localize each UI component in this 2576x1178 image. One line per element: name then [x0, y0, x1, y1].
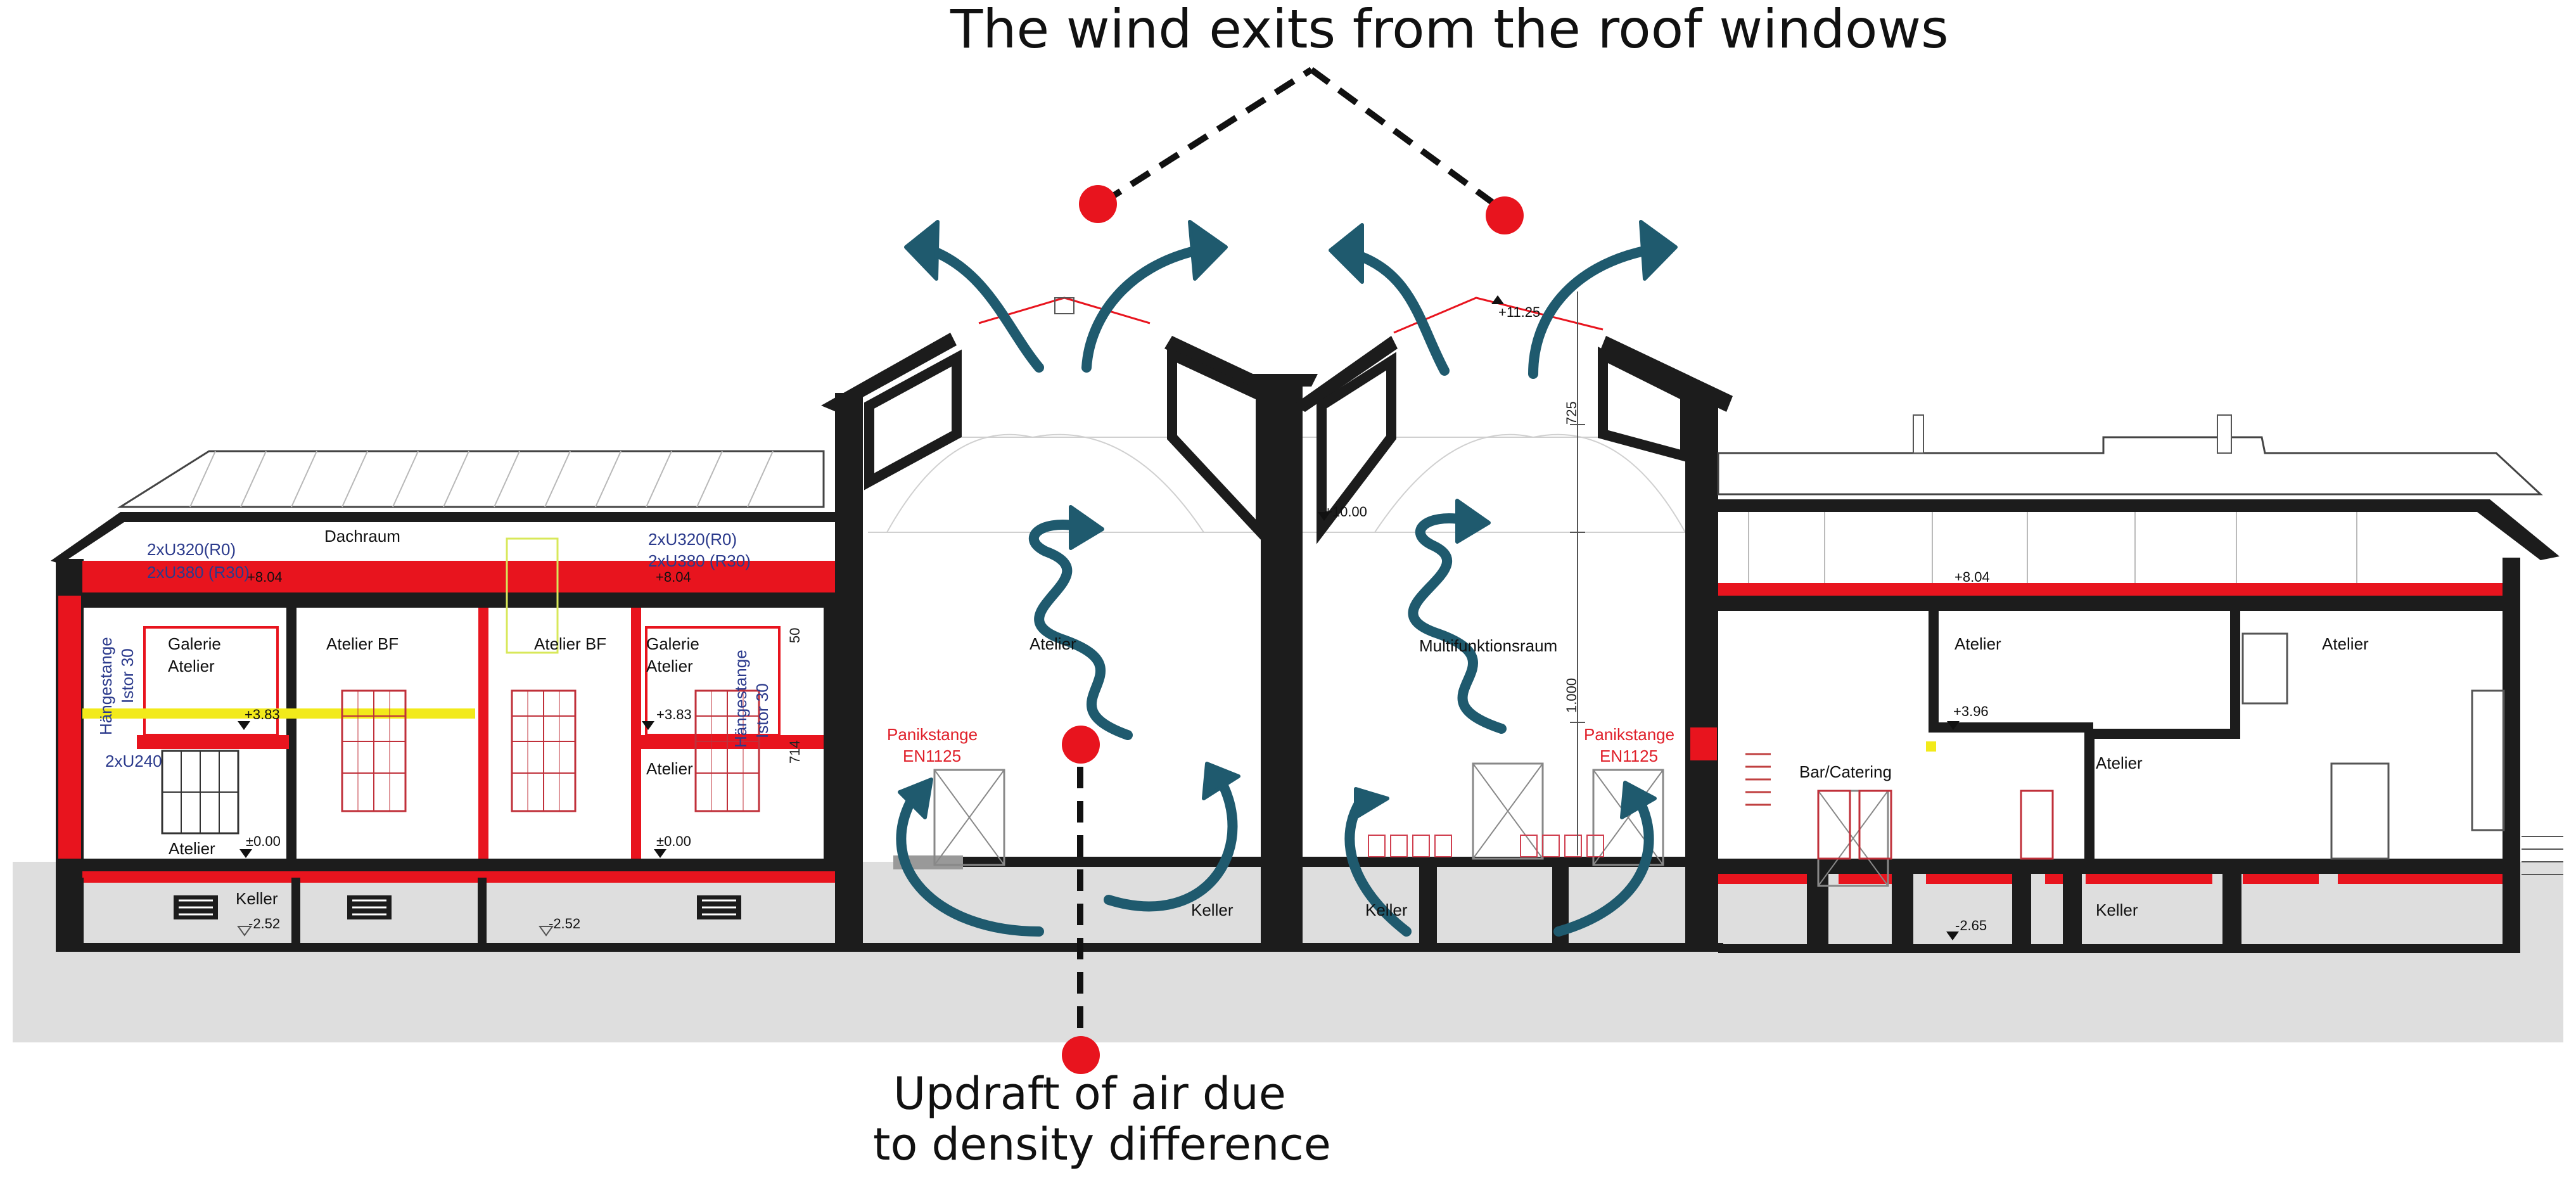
room-atelier-bf-2: Atelier BF	[534, 634, 606, 653]
panikstange-left: Panikstange	[887, 725, 978, 744]
updraft-label-marker	[1062, 1036, 1100, 1074]
room-galerie-atelier-left: Atelier	[168, 656, 215, 675]
roof-windows-callout: The wind exits from the roof windows	[950, 0, 1949, 60]
level-252-left: -2.52	[248, 916, 280, 932]
beam-u320-left: 2xU320(R0)	[147, 540, 236, 559]
exhaust-arrow-4-icon	[1528, 220, 1678, 379]
exhaust-arrow-2-icon	[1081, 220, 1228, 373]
room-bar-catering: Bar/Catering	[1799, 762, 1892, 781]
left-wing	[51, 450, 838, 952]
room-atelier-bf-1: Atelier BF	[326, 634, 399, 653]
en1125-right: EN1125	[1600, 746, 1658, 765]
beam-u380-right: 2xU380 (R30)	[648, 551, 751, 570]
level-804-left: +8.04	[247, 569, 283, 585]
room-atelier-right-3: Atelier	[2096, 753, 2143, 772]
istor-left: Istor 30	[118, 648, 137, 703]
inflow-arrow-3-icon	[1344, 787, 1412, 937]
room-atelier-right-1: Atelier	[1954, 634, 2001, 653]
callout-leaders	[1077, 67, 1503, 1042]
updraft-marker	[1062, 726, 1100, 764]
exhaust-arrow-3-icon	[1329, 223, 1450, 376]
level-804-right: +8.04	[1954, 569, 1990, 585]
room-atelier-hall: Atelier	[1030, 634, 1076, 653]
level-804-mid: +8.04	[656, 569, 691, 585]
en1125-left: EN1125	[903, 746, 961, 765]
dim-50: 50	[787, 628, 803, 643]
level-265: -2.65	[1955, 918, 1987, 933]
inflow-arrow-1-icon	[896, 778, 1044, 937]
room-multifunktionsraum: Multifunktionsraum	[1419, 636, 1557, 655]
exhaust-arrow-1-icon	[904, 220, 1044, 373]
room-atelier-left-ground: Atelier	[169, 839, 215, 858]
dim-1000: 1.000	[1564, 678, 1579, 713]
room-dachraum: Dachraum	[324, 527, 400, 546]
roof-window-marker-right	[1486, 196, 1524, 234]
level-383-left: +3.83	[245, 707, 280, 722]
room-galerie-left: Galerie	[168, 634, 221, 653]
level-383-right: +3.83	[656, 707, 692, 722]
roof-window-marker-left	[1079, 185, 1117, 223]
haengestange-left: Hängestange	[96, 637, 115, 735]
dim-714: 714	[787, 740, 803, 764]
level-396: +3.96	[1953, 703, 1989, 719]
updraft-wave-left-icon	[1028, 505, 1133, 740]
istor-right: Istor 30	[753, 683, 772, 738]
haengestange-right: Hängestange	[731, 650, 750, 748]
central-halls	[821, 291, 1733, 952]
room-keller-left: Keller	[236, 889, 278, 908]
updraft-wave-right-icon	[1408, 499, 1507, 734]
room-galerie-atelier-right: Atelier	[646, 656, 693, 675]
room-keller-center-1: Keller	[1191, 900, 1234, 919]
room-atelier-left-mid: Atelier	[646, 759, 693, 778]
panikstange-right: Panikstange	[1584, 725, 1674, 744]
updraft-callout-line1: Updraft of air due	[893, 1068, 1286, 1120]
markers	[1062, 185, 1524, 1074]
inflow-arrow-2-icon	[1104, 762, 1240, 912]
updraft-callout-line2: to density difference	[873, 1118, 1331, 1170]
inflow-arrow-4-icon	[1553, 781, 1657, 937]
level-252-right: -2.52	[549, 916, 580, 932]
level-markers	[238, 295, 1960, 940]
room-keller-right: Keller	[2096, 900, 2138, 919]
room-atelier-right-2: Atelier	[2322, 634, 2369, 653]
airflow-arrows	[896, 220, 1678, 937]
room-keller-center-2: Keller	[1365, 900, 1408, 919]
beam-u240: 2xU240	[105, 752, 162, 771]
level-000-right: ±0.00	[656, 833, 691, 849]
right-wing	[1717, 414, 2563, 953]
level-1000: +10.00	[1324, 504, 1367, 520]
level-1125: +11.25	[1498, 304, 1540, 320]
dim-725: 725	[1564, 401, 1579, 425]
level-000-left: ±0.00	[246, 833, 281, 849]
beam-u380-left: 2xU380 (R30)	[147, 563, 250, 582]
room-galerie-right: Galerie	[646, 634, 699, 653]
beam-u320-right: 2xU320(R0)	[648, 530, 737, 549]
